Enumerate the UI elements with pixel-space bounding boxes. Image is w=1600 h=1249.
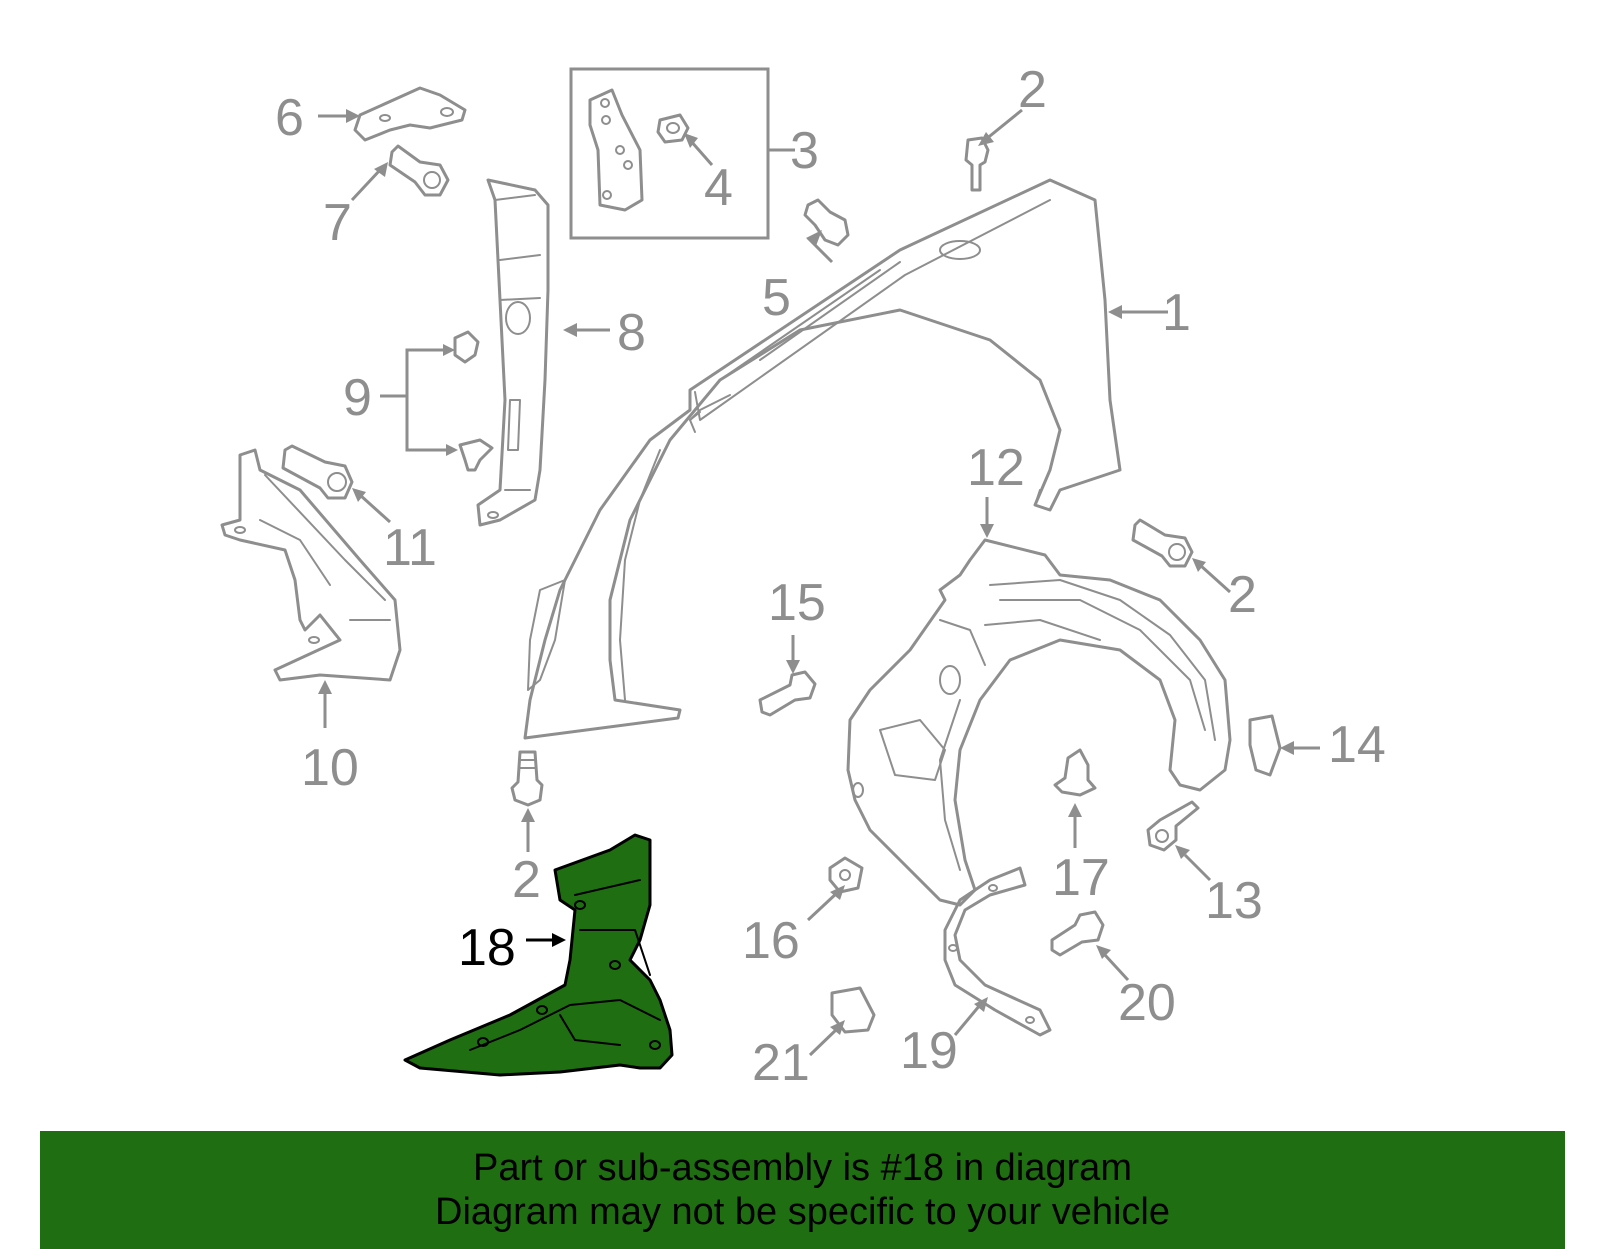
part-1-fender[interactable] — [523, 178, 1122, 740]
callout-14[interactable]: 14 — [1328, 716, 1386, 774]
part-6-bracket[interactable] — [353, 86, 467, 142]
part-18-splash-shield[interactable] — [403, 833, 674, 1077]
banner-line-disclaimer: Diagram may not be specific to your vehi… — [435, 1191, 1170, 1233]
part-14-clip[interactable] — [1248, 714, 1282, 777]
part-2-bolt-right[interactable] — [1131, 518, 1194, 568]
part-19-seal[interactable] — [943, 866, 1052, 1037]
part-12-liner[interactable] — [846, 538, 1232, 907]
part-20-bolt[interactable] — [1050, 910, 1105, 957]
callout-5[interactable]: 5 — [762, 269, 791, 327]
callout-6[interactable]: 6 — [275, 89, 304, 147]
callout-8[interactable]: 8 — [617, 304, 646, 362]
part-9-clip-upper[interactable] — [453, 330, 480, 364]
info-banner: Part or sub-assembly is #18 in diagram D… — [40, 1131, 1565, 1249]
part-5-clip[interactable] — [803, 198, 850, 247]
callout-15[interactable]: 15 — [768, 574, 826, 632]
callout-19[interactable]: 19 — [900, 1022, 958, 1080]
part-13-bolt[interactable] — [1146, 800, 1200, 852]
callout-20[interactable]: 20 — [1118, 974, 1176, 1032]
part-7-bolt[interactable] — [388, 144, 450, 197]
callout-18[interactable]: 18 — [458, 919, 516, 977]
callout-1[interactable]: 1 — [1162, 284, 1191, 342]
part-11-bolt[interactable] — [281, 444, 354, 500]
callout-3[interactable]: 3 — [790, 122, 819, 180]
part-15-bolt[interactable] — [758, 670, 817, 717]
callout-13[interactable]: 13 — [1205, 872, 1263, 930]
callout-9[interactable]: 9 — [343, 369, 372, 427]
part-3-inset — [569, 67, 770, 240]
part-21-clip[interactable] — [830, 986, 876, 1034]
callout-12[interactable]: 12 — [967, 439, 1025, 497]
part-16-nut[interactable] — [828, 856, 864, 894]
part-8-bracket[interactable] — [476, 178, 550, 527]
banner-line-part: Part or sub-assembly is #18 in diagram — [473, 1147, 1132, 1189]
callout-2-top[interactable]: 2 — [1018, 61, 1047, 119]
leader-lines — [318, 108, 1320, 1057]
callout-17[interactable]: 17 — [1052, 849, 1110, 907]
callout-10[interactable]: 10 — [301, 739, 359, 797]
callout-2-bottom[interactable]: 2 — [512, 851, 541, 909]
callout-16[interactable]: 16 — [742, 912, 800, 970]
callout-2-right[interactable]: 2 — [1228, 566, 1257, 624]
callout-4[interactable]: 4 — [704, 159, 733, 217]
callout-7[interactable]: 7 — [323, 194, 352, 252]
callout-11[interactable]: 11 — [383, 519, 437, 577]
part-17-clip[interactable] — [1053, 748, 1097, 797]
part-4-nut[interactable] — [656, 113, 690, 144]
part-9-clip-lower[interactable] — [458, 438, 494, 472]
part-2-bolt-top[interactable] — [964, 136, 990, 192]
callout-labels: 1 2 3 4 5 6 7 8 9 10 11 12 2 15 14 17 13… — [275, 61, 1386, 1092]
part-3-plate[interactable] — [588, 88, 644, 212]
part-10-bracket[interactable] — [220, 448, 402, 682]
callout-21[interactable]: 21 — [752, 1034, 810, 1092]
part-2-bolt-bottom[interactable] — [510, 750, 544, 807]
